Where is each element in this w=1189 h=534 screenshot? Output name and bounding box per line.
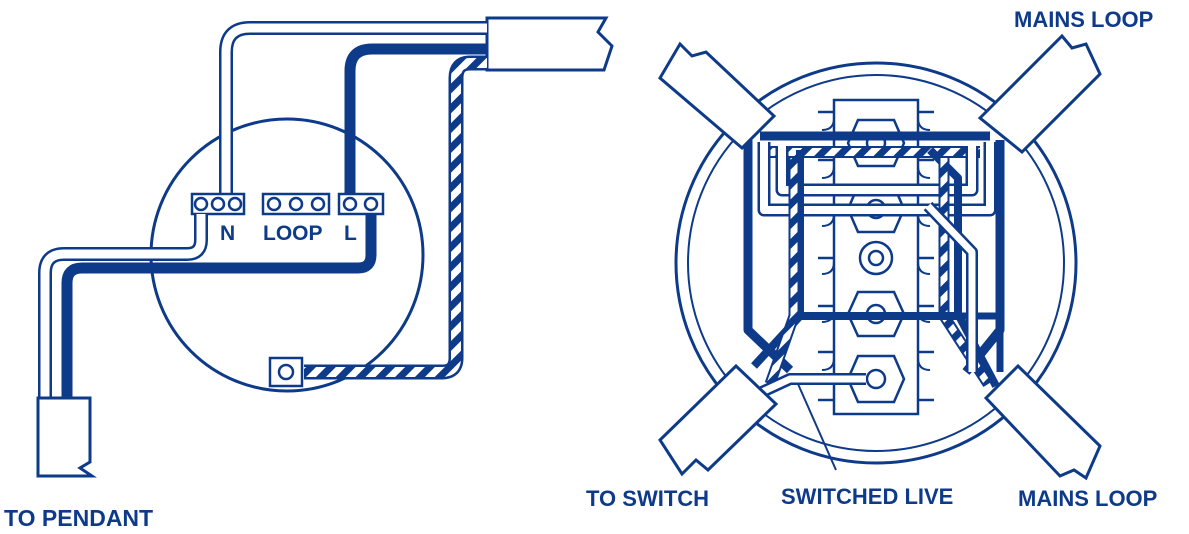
left-ceiling-rose: N LOOP L TO PENDANT	[4, 16, 614, 531]
top-left-sheath	[658, 41, 777, 151]
terminal-loop-label: LOOP	[263, 222, 323, 245]
switched-live-label: SWITCHED LIVE	[781, 484, 953, 509]
mains-loop-bottom-right-sheath	[983, 363, 1102, 481]
supply-earth-stripes	[304, 58, 487, 377]
supply-cable-sheath	[485, 16, 614, 72]
switched-live-leader	[797, 383, 837, 471]
mains-loop-bottom-label: MAINS LOOP	[1018, 486, 1157, 511]
terminal-block-loop	[261, 192, 331, 216]
mains-loop-top-right-sheath	[977, 33, 1102, 155]
right-junction-box: MAINS LOOP TO SWITCH SWITCHED LIVE MAINS…	[586, 7, 1157, 511]
pendant-cable-sheath	[36, 396, 97, 478]
earth-terminal	[268, 356, 304, 388]
to-pendant-label: TO PENDANT	[4, 505, 153, 531]
to-switch-label: TO SWITCH	[586, 486, 709, 511]
supply-live-core	[344, 43, 487, 194]
mains-loop-top-label: MAINS LOOP	[1014, 7, 1153, 32]
terminal-block-n	[190, 192, 246, 216]
terminal-l-label: L	[344, 222, 357, 245]
terminal-block-l	[337, 192, 385, 216]
to-switch-sheath	[658, 363, 779, 477]
pendant-live-core	[61, 214, 377, 400]
terminal-n-label: N	[220, 222, 235, 245]
